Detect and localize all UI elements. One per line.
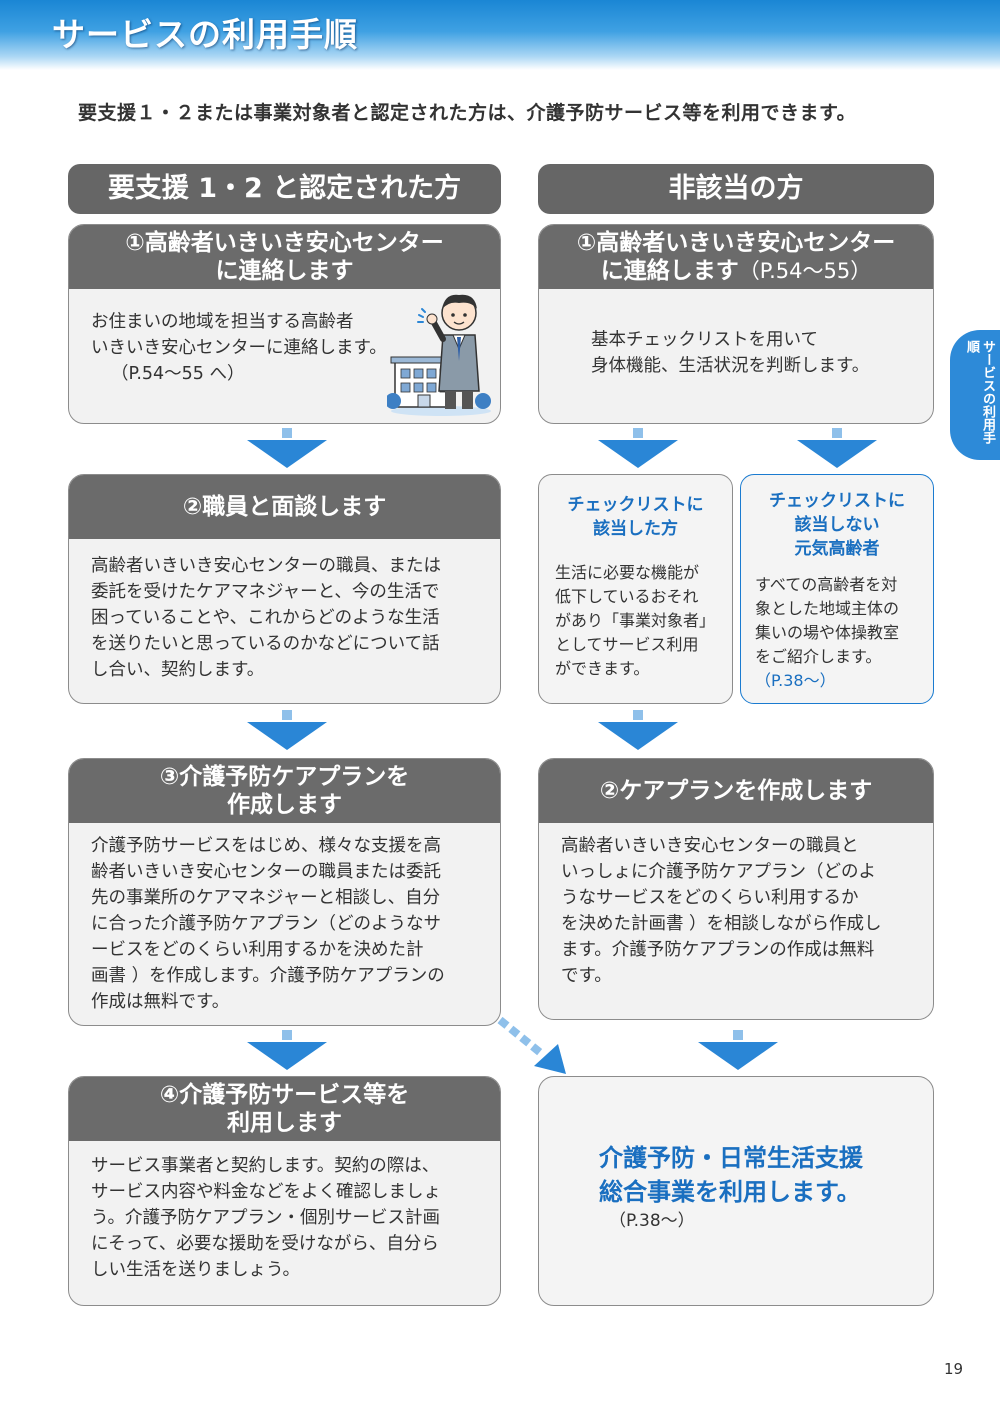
left-step3-body-line: に合った介護予防ケアプラン（どのようなサ [91,914,441,934]
arrow-down-icon [247,710,327,750]
right-step2-body-line: を決めた計画書 ）を相談しながら作成し [561,914,882,934]
checklist-applicable-body-line: としてサービス利用 [555,635,699,654]
arrow-down-icon [598,710,678,750]
left-step3-header: ③介護予防ケアプランを 作成します [69,759,500,823]
checklist-applicable-body-line: 生活に必要な機能が [555,563,700,582]
section-side-tab [950,330,1000,460]
left-step4-title-line1: ④介護予防サービス等を [159,1082,410,1108]
right-step1-title-line1: ①高齢者いきいき安心センター [576,230,896,256]
left-step3-body-line: 画書 ）を作成します。介護予防ケアプランの [91,966,445,986]
right-step2-body-line: ます。介護予防ケアプランの作成は無料 [561,940,875,960]
arrow-down-icon [247,428,327,468]
checklist-not-applicable-body-line: 象とした地域主体の [755,599,900,618]
page-number: 19 [944,1360,964,1378]
arrow-down-icon [698,1030,778,1070]
left-step4-body-line: しい生活を送りましょう。 [91,1260,300,1280]
left-step2-card: ②職員と面談します 高齢者いきいき安心センターの職員、または 委託を受けたケアマ… [68,474,501,704]
checklist-not-applicable-ref: （P.38～） [755,671,836,690]
arrow-down-icon [797,428,877,468]
right-step1-header: ①高齢者いきいき安心センター に連絡します（P.54～55） [539,225,933,289]
checklist-applicable-box: チェックリストに 該当した方 生活に必要な機能が 低下しているおそれ があり「事… [538,474,733,704]
left-step3-body-line: 先の事業所のケアマネジャーと相談し、自分 [91,888,441,908]
checklist-applicable-title-line1: チェックリストに [567,495,704,515]
left-step1-body-line1: お住まいの地域を担当する高齢者 [91,312,354,332]
left-step4-body-line: にそって、必要な援助を受けながら、自分ら [91,1234,439,1254]
page-title: サービスの利用手順 [52,15,358,54]
right-final-card: 介護予防・日常生活支援 総合事業を利用します。 （P.38～） [538,1076,934,1306]
left-step2-header: ②職員と面談します [69,475,500,539]
arrow-down-icon [247,1030,327,1070]
left-step3-title-line2: 作成します [227,792,342,818]
right-step1-title-line2: に連絡します [600,258,739,284]
checklist-not-applicable-body-line: すべての高齢者を対 [755,575,898,594]
checklist-applicable-title-line2: 該当した方 [593,519,678,539]
right-step2-body-line: 高齢者いきいき安心センターの職員と [561,836,859,856]
right-step1-card: ①高齢者いきいき安心センター に連絡します（P.54～55） 基本チェックリスト… [538,224,934,424]
left-step3-title-line1: ③介護予防ケアプランを [159,764,410,790]
right-step2-body-line: です。 [561,966,612,986]
left-column-heading: 要支援 1・2 と認定された方 [68,164,501,214]
right-step2-header: ②ケアプランを作成します [539,759,933,823]
left-step1-body-line3: （P.54～55 へ） [111,364,245,384]
left-step2-body-line: 高齢者いきいき安心センターの職員、または [91,556,441,576]
staff-building-illustration [387,294,491,416]
left-step4-body-line: サービス事業者と契約します。契約の際は、 [91,1156,440,1176]
right-final-ref: （P.38～） [609,1211,695,1231]
right-final-line2: 総合事業を利用します。 [599,1178,861,1206]
diagonal-arrow-icon [497,1016,566,1074]
left-step3-body-line: 作成は無料です。 [91,992,230,1012]
checklist-not-applicable-body-line: 集いの場や体操教室 [755,623,900,642]
left-step3-body-line: ービスをどのくらい利用するかを決めた計 [91,940,424,960]
checklist-not-applicable-title-line3: 元気高齢者 [794,539,880,559]
right-step1-title-ref: （P.54～55） [738,259,872,283]
right-step2-body-line: うなサービスをどのくらい利用するか [561,888,859,908]
right-step2-card: ②ケアプランを作成します 高齢者いきいき安心センターの職員と いっしょに介護予防… [538,758,934,1020]
right-final-line1: 介護予防・日常生活支援 [599,1144,863,1172]
left-step1-title-line1: ①高齢者いきいき安心センター [125,230,444,256]
right-step1-body-line2: 身体機能、生活状況を判断します。 [591,356,870,376]
left-step4-body-line: サービス内容や料金などをよく確認しましょ [91,1182,441,1202]
checklist-not-applicable-title-line1: チェックリストに [769,491,905,511]
left-step2-title: ②職員と面談します [182,494,387,520]
left-step1-header: ①高齢者いきいき安心センター に連絡します [69,225,500,289]
header-band [0,0,1000,70]
right-column-heading: 非該当の方 [538,164,934,214]
right-step1-body-line1: 基本チェックリストを用いて [591,330,818,350]
left-step3-body-line: 齢者いきいき安心センターの職員または委託 [91,862,441,882]
left-step3-card: ③介護予防ケアプランを 作成します 介護予防サービスをはじめ、様々な支援を高 齢… [68,758,501,1026]
left-step4-body-line: う。介護予防ケアプラン・個別サービス計画 [91,1208,440,1228]
checklist-applicable-body-line: があり「事業対象者」 [555,611,716,630]
checklist-applicable-body-line: ができます。 [555,659,650,678]
left-step1-body-line2: いきいき安心センターに連絡します。 [91,338,387,358]
checklist-applicable-body-line: 低下しているおそれ [555,587,699,606]
intro-text: 要支援１・２または事業対象者と認定された方は、介護予防サービス等を利用できます。 [78,102,857,124]
checklist-not-applicable-body-line: をご紹介します。 [755,647,882,666]
arrow-down-icon [598,428,678,468]
left-step1-title-line2: に連絡します [215,258,354,284]
checklist-not-applicable-box: チェックリストに 該当しない 元気高齢者 すべての高齢者を対 象とした地域主体の… [740,474,934,704]
left-step4-card: ④介護予防サービス等を 利用します サービス事業者と契約します。契約の際は、 サ… [68,1076,501,1306]
left-step2-body-line: し合い、契約します。 [91,660,265,680]
left-step2-body-line: 困っていることや、これからどのような生活 [91,608,440,628]
left-step3-body-line: 介護予防サービスをはじめ、様々な支援を高 [91,836,441,856]
checklist-not-applicable-title-line2: 該当しない [794,515,880,535]
left-step4-header: ④介護予防サービス等を 利用します [69,1077,500,1141]
left-step2-body-line: 委託を受けたケアマネジャーと、今の生活で [91,582,440,602]
right-step2-title: ②ケアプランを作成します [599,778,873,804]
left-step1-card: ①高齢者いきいき安心センター に連絡します お住まいの地域を担当する高齢者 いき… [68,224,501,424]
left-step4-title-line2: 利用します [227,1110,342,1136]
left-step2-body-line: を送りたいと思っているのかなどについて話 [91,634,440,654]
side-tab-label: サービスの利用手順 [964,340,995,444]
right-step2-body-line: いっしょに介護予防ケアプラン（どのよ [561,862,876,882]
